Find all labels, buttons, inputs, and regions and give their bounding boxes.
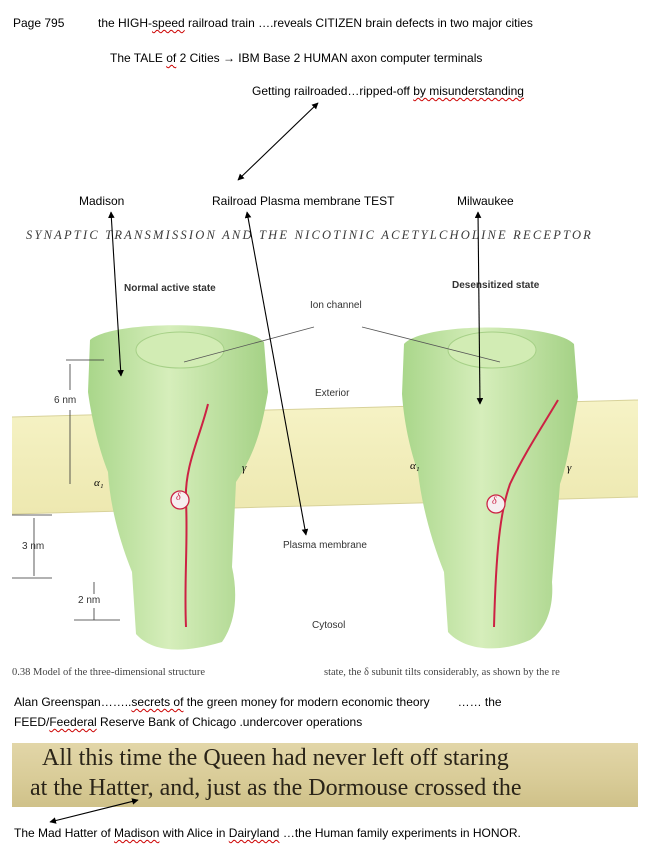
header-line-2: The TALE of 2 Cities → IBM Base 2 HUMAN … bbox=[110, 51, 482, 65]
note-greenspan-a: Alan Greenspan…….. bbox=[14, 695, 132, 709]
note-greenspan-b: secrets of bbox=[131, 695, 184, 709]
label-exterior: Exterior bbox=[315, 388, 350, 399]
note-greenspan-d: …… the bbox=[457, 695, 502, 709]
note-feed: FEED/Feederal Reserve Bank of Chicago .u… bbox=[14, 715, 362, 729]
footer-b: Madison bbox=[114, 826, 160, 840]
header-line-3-a: Getting railroaded…ripped-off bbox=[252, 84, 414, 98]
label-ion-channel: Ion channel bbox=[310, 300, 362, 311]
header-line-2-b: of bbox=[166, 51, 177, 65]
book-line-2: at the Hatter, and, just as the Dormouse… bbox=[30, 775, 522, 801]
footer-c: with Alice in bbox=[159, 826, 229, 840]
arrow-right-icon: → bbox=[222, 51, 235, 65]
caption-left: 0.38 Model of the three-dimensional stru… bbox=[12, 667, 206, 678]
header-line-3-b: by misunderstanding bbox=[413, 84, 524, 98]
label-milwaukee: Milwaukee bbox=[457, 194, 514, 208]
footer-d: Dairyland bbox=[228, 826, 280, 840]
label-2nm: 2 nm bbox=[78, 595, 101, 606]
caption-right: state, the δ subunit tilts considerably,… bbox=[324, 667, 560, 678]
note-greenspan-c: the green money for modern economic theo… bbox=[183, 695, 430, 709]
arrow-railroaded bbox=[237, 102, 319, 181]
book-excerpt: All this time the Queen had never left o… bbox=[12, 743, 638, 807]
footer-line: The Mad Hatter of Madison with Alice in … bbox=[14, 826, 521, 840]
header-line-1-a: the HIGH- bbox=[98, 16, 153, 30]
label-delta-left: δ bbox=[176, 492, 181, 503]
header-line-3: Getting railroaded…ripped-off by misunde… bbox=[252, 84, 524, 98]
header-line-1-c: railroad train ….reveals CITIZEN brain d… bbox=[184, 16, 533, 30]
label-3nm: 3 nm bbox=[22, 541, 45, 552]
header-line-2-c: 2 Cities bbox=[176, 51, 223, 65]
label-plasma-membrane: Plasma membrane bbox=[283, 540, 367, 551]
header-line-2-a: The TALE bbox=[110, 51, 167, 65]
page-reference: Page 795 bbox=[13, 16, 65, 30]
label-madison: Madison bbox=[79, 194, 125, 208]
label-alpha1-left: α₁ bbox=[94, 477, 104, 489]
figure-heading: SYNAPTIC TRANSMISSION AND THE NICOTINIC … bbox=[26, 228, 594, 242]
header-line-2-d: IBM Base 2 HUMAN axon computer terminals bbox=[234, 51, 483, 65]
note-feed-b: Feederal bbox=[49, 715, 97, 729]
footer-e: …the Human family experiments in HONOR. bbox=[279, 826, 521, 840]
label-gamma-left: γ bbox=[242, 462, 247, 474]
label-6nm: 6 nm bbox=[54, 395, 77, 406]
label-normal-state: Normal active state bbox=[124, 283, 216, 294]
header-line-1: the HIGH-speed railroad train ….reveals … bbox=[98, 16, 533, 30]
receptor-illustration bbox=[12, 325, 638, 650]
left-delta-circle bbox=[170, 490, 190, 510]
label-gamma-right: γ bbox=[567, 462, 572, 474]
header-line-1-b: speed bbox=[152, 16, 185, 30]
note-greenspan: Alan Greenspan……..secrets of the green m… bbox=[14, 695, 502, 709]
receptor-figure: SYNAPTIC TRANSMISSION AND THE NICOTINIC … bbox=[12, 222, 638, 680]
note-feed-c: Reserve Bank of Chicago .undercover oper… bbox=[96, 715, 363, 729]
receptor-left bbox=[88, 325, 268, 650]
right-channel-top bbox=[447, 331, 537, 369]
label-alpha1-right: α₁ bbox=[410, 460, 420, 472]
label-desensitized-state: Desensitized state bbox=[452, 280, 540, 291]
label-delta-right: δ bbox=[492, 496, 497, 507]
note-feed-a: FEED/ bbox=[14, 715, 50, 729]
book-line-1: All this time the Queen had never left o… bbox=[42, 745, 509, 771]
right-helix bbox=[493, 399, 559, 628]
label-railroad-test: Railroad Plasma membrane TEST bbox=[212, 194, 395, 208]
label-cytosol: Cytosol bbox=[312, 620, 346, 631]
receptor-right bbox=[402, 327, 578, 649]
left-channel-top bbox=[135, 331, 225, 369]
right-delta-circle bbox=[486, 494, 506, 514]
footer-a: The Mad Hatter of bbox=[14, 826, 115, 840]
